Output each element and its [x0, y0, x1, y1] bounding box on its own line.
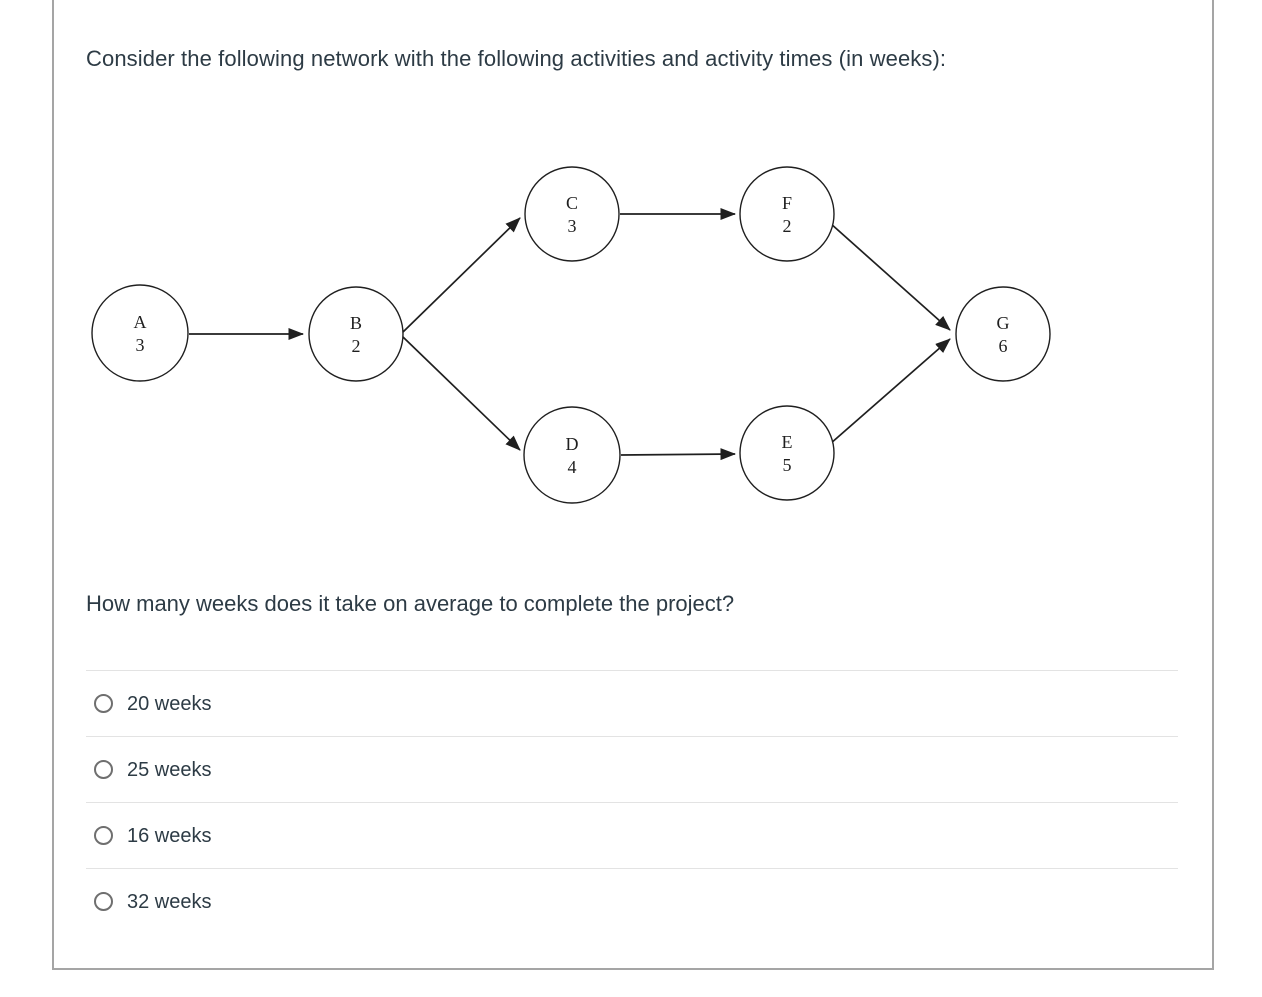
- activity-node-C: C3: [524, 166, 620, 262]
- quiz-question-page: Consider the following network with the …: [52, 0, 1214, 970]
- node-letter-label: D: [566, 434, 579, 454]
- activity-node-D: D4: [523, 406, 621, 504]
- radio-button[interactable]: [94, 760, 113, 779]
- node-circle: [524, 166, 620, 262]
- answer-option-row[interactable]: 25 weeks: [86, 736, 1178, 802]
- question-prompt: How many weeks does it take on average t…: [86, 591, 735, 616]
- activity-node-A: A3: [91, 284, 189, 382]
- activity-node-G: G6: [955, 286, 1051, 382]
- answer-option-row[interactable]: 20 weeks: [86, 670, 1178, 736]
- answer-options: 20 weeks 25 weeks 16 weeks 32 weeks: [86, 670, 1178, 934]
- node-letter-label: G: [997, 313, 1010, 333]
- node-circle: [739, 166, 835, 262]
- edge-E-G-arrow: [829, 338, 951, 445]
- option-label: 20 weeks: [127, 692, 212, 715]
- node-duration-label: 5: [783, 455, 792, 475]
- node-duration-label: 3: [568, 216, 577, 236]
- activity-node-E: E5: [739, 405, 835, 501]
- node-circle: [308, 286, 404, 382]
- edge-B-C-arrow: [402, 217, 521, 333]
- edge-D-E-arrow: [620, 448, 736, 461]
- node-circle: [739, 405, 835, 501]
- node-letter-label: F: [782, 193, 792, 213]
- node-duration-label: 3: [136, 335, 145, 355]
- node-letter-label: A: [134, 312, 147, 332]
- node-duration-label: 2: [783, 216, 792, 236]
- answer-option-row[interactable]: 16 weeks: [86, 802, 1178, 868]
- activity-node-B: B2: [308, 286, 404, 382]
- node-duration-label: 4: [568, 457, 577, 477]
- node-circle: [955, 286, 1051, 382]
- node-letter-label: E: [782, 432, 793, 452]
- activity-node-F: F2: [739, 166, 835, 262]
- edge-F-G-arrow: [829, 222, 951, 331]
- option-label: 16 weeks: [127, 824, 212, 847]
- node-circle: [523, 406, 621, 504]
- node-duration-label: 6: [999, 336, 1008, 356]
- answer-option-row[interactable]: 32 weeks: [86, 868, 1178, 934]
- radio-button[interactable]: [94, 892, 113, 911]
- node-circle: [91, 284, 189, 382]
- option-label: 25 weeks: [127, 758, 212, 781]
- question-stem: Consider the following network with the …: [86, 46, 947, 71]
- radio-button[interactable]: [94, 694, 113, 713]
- radio-button[interactable]: [94, 826, 113, 845]
- node-letter-label: C: [566, 193, 578, 213]
- edge-B-D-arrow: [402, 336, 521, 451]
- node-letter-label: B: [350, 313, 362, 333]
- node-duration-label: 2: [352, 336, 361, 356]
- option-label: 32 weeks: [127, 890, 212, 913]
